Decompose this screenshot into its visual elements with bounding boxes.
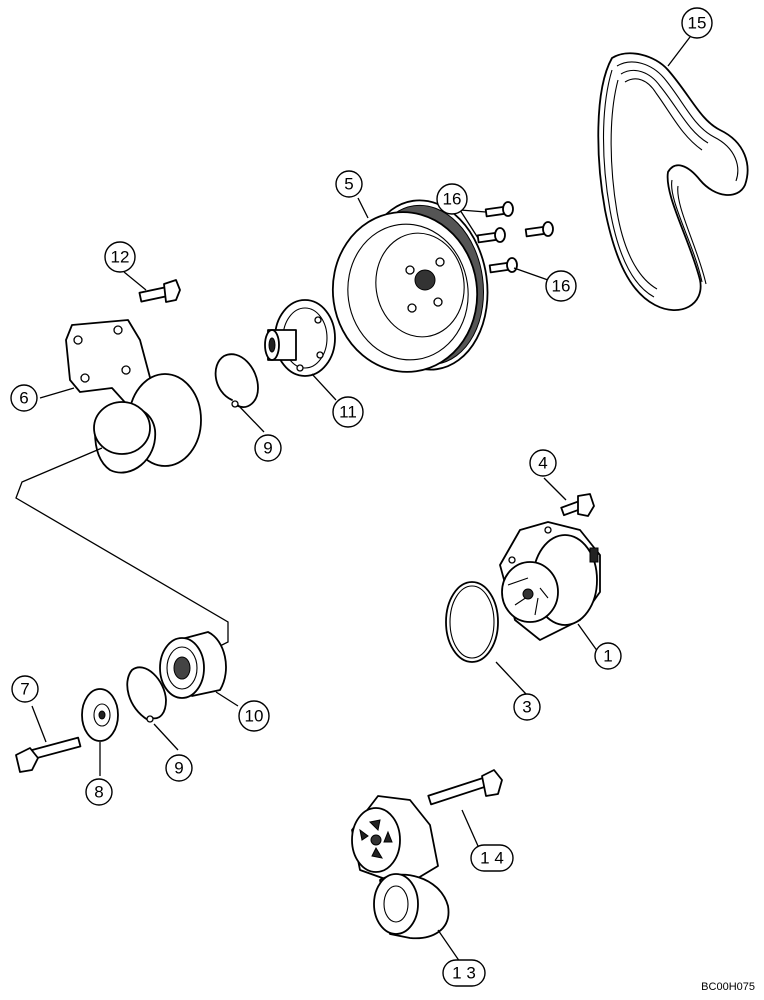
- callout-3: 3: [513, 693, 541, 721]
- callout-5: 5: [335, 170, 363, 198]
- snap-ring: [214, 353, 259, 408]
- svg-text:1 4: 1 4: [480, 849, 504, 868]
- callout-16-lower: 16: [545, 270, 577, 302]
- svg-text:5: 5: [344, 175, 353, 194]
- pulley-bolt: [524, 221, 554, 238]
- o-ring-gasket: [445, 581, 499, 663]
- callout-13: 1 3: [442, 959, 486, 987]
- svg-text:1 3: 1 3: [452, 964, 476, 983]
- svg-text:12: 12: [111, 248, 130, 267]
- svg-text:6: 6: [19, 389, 28, 408]
- svg-text:9: 9: [263, 439, 272, 458]
- callout-10: 10: [238, 700, 270, 732]
- pulley-bolt: [488, 257, 518, 274]
- callout-15: 15: [681, 7, 713, 39]
- svg-text:9: 9: [174, 759, 183, 778]
- pulley-hub: [264, 299, 336, 377]
- idler-bolt: [15, 736, 82, 773]
- leader-lines: [31, 36, 691, 963]
- svg-text:10: 10: [245, 707, 264, 726]
- svg-text:4: 4: [538, 454, 547, 473]
- callout-9-upper: 9: [254, 434, 282, 462]
- callout-4: 4: [529, 449, 557, 477]
- idler-bracket: [65, 319, 202, 474]
- snap-ring: [126, 666, 167, 723]
- svg-text:7: 7: [20, 680, 29, 699]
- crankshaft-pulley: [331, 199, 489, 373]
- callout-1: 1: [594, 642, 622, 670]
- idler-pulley: [159, 631, 227, 699]
- assembly-leader-line: [15, 447, 229, 651]
- callout-14: 1 4: [470, 844, 514, 872]
- belt-tensioner: [351, 795, 450, 940]
- svg-text:15: 15: [688, 14, 707, 33]
- svg-text:1: 1: [603, 647, 612, 666]
- callout-11: 11: [332, 396, 364, 428]
- callout-16-upper: 16: [436, 183, 468, 215]
- callout-12: 12: [104, 241, 136, 273]
- callout-8: 8: [85, 778, 113, 806]
- dust-cover: [81, 688, 119, 742]
- callout-7: 7: [11, 675, 39, 703]
- figure-reference: BC00H075: [701, 981, 755, 993]
- serpentine-belt: [597, 52, 749, 311]
- water-pump: [499, 521, 601, 641]
- svg-text:16: 16: [552, 277, 571, 296]
- callout-6: 6: [10, 384, 38, 412]
- svg-text:11: 11: [339, 403, 357, 422]
- svg-text:3: 3: [522, 698, 531, 717]
- svg-text:8: 8: [94, 783, 103, 802]
- callout-9-lower: 9: [165, 754, 193, 782]
- pulley-bolt: [476, 227, 506, 244]
- water-pump-bolt: [560, 493, 595, 517]
- tensioner-bolt: [427, 769, 503, 806]
- bracket-bolt: [138, 279, 181, 303]
- svg-text:16: 16: [443, 190, 462, 209]
- pulley-bolt: [484, 201, 514, 218]
